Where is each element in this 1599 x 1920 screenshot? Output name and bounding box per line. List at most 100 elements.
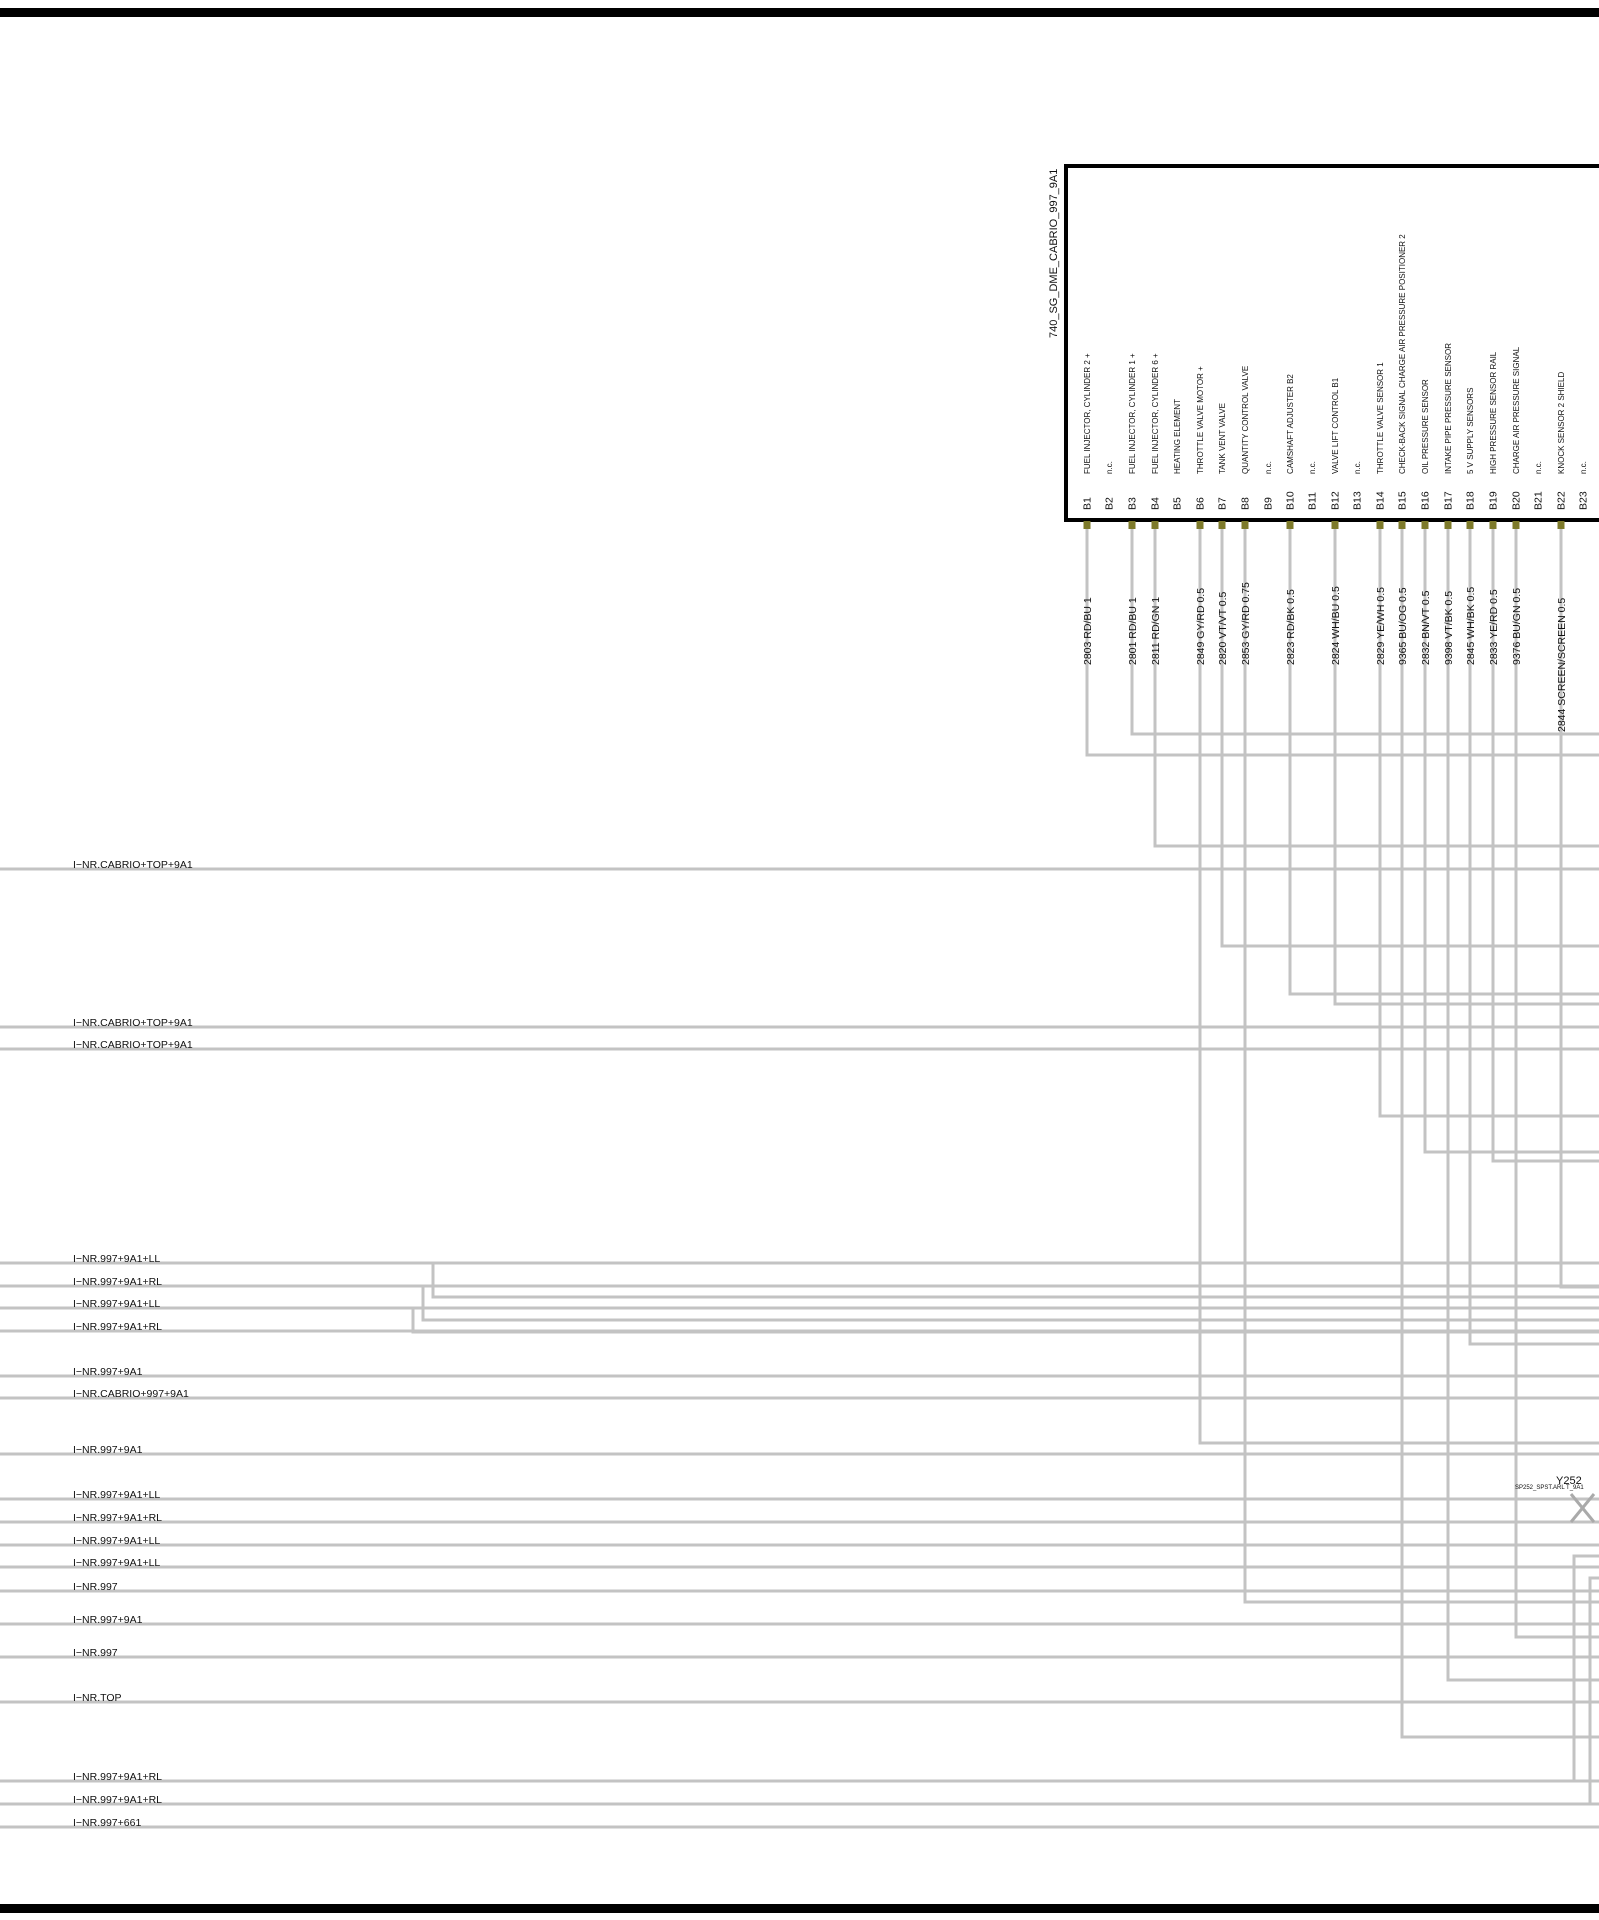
connector-pin: B16 OIL PRESSURE SENSOR 2832 BN/VT 0.5 [1420,379,1433,665]
wire-route [1220,529,1599,948]
wire-label: 2824 WH/BU 0.5 [1330,586,1342,665]
connector-box [1064,164,1599,522]
wire-route [1288,529,1599,996]
wire-route [1243,529,1599,1604]
pin-marker [1421,521,1429,529]
wire-label: 2832 BN/VT 0.5 [1420,590,1432,665]
pin-number: B3 [1127,497,1139,510]
wire-label: 9398 VT/BK 0.5 [1443,591,1455,665]
wire-route [1468,529,1599,1346]
wire-route [1085,529,1599,757]
wire-label: 2803 RD/BU 1 [1082,597,1094,665]
wire-label: 2833 YE/RD 0.5 [1488,589,1500,665]
pin-description: n.c. [1264,461,1273,474]
pin-description: n.c. [1105,461,1114,474]
top-border [0,8,1599,17]
pin-number: B7 [1217,497,1229,510]
pin-number: B23 [1578,491,1590,510]
wire-jog [1588,1576,1599,1804]
wire-label: 2801 RD/BU 1 [1127,597,1139,665]
pin-number: B20 [1511,491,1523,510]
wire-label: 2811 RD/GN 1 [1150,597,1162,665]
pin-description: THROTTLE VALVE SENSOR 1 [1376,362,1385,474]
pin-description: CAMSHAFT ADJUSTER B2 [1286,374,1295,474]
pin-number: B4 [1150,497,1162,510]
variant-label: I−NR.997+9A1+RL [73,1771,162,1783]
variant-label: I−NR.997+9A1+RL [73,1276,162,1288]
wire-jog [1572,1554,1599,1781]
variant-label: I−NR.CABRIO+997+9A1 [73,1388,189,1400]
connector-pin: B9n.c. [1263,461,1275,510]
pin-description: HIGH PRESSURE SENSOR RAIL [1489,351,1498,474]
pin-number: B22 [1556,491,1568,510]
wire-label: 2820 VT/VT 0.5 [1217,591,1229,665]
wire-route [1514,529,1599,1639]
wire-route [1378,529,1599,1118]
wire-route [1333,529,1599,1006]
pin-marker [1083,521,1091,529]
wire-jog [430,1261,1599,1299]
pin-number: B19 [1488,491,1500,510]
connector-pin: B8 QUANTITY CONTROL VALVE 2853 GY/RD 0.75 [1240,366,1253,665]
pin-marker [1376,521,1384,529]
pin-marker [1489,521,1497,529]
wire-route [1400,529,1599,1739]
connector-pin: B17 INTAKE PIPE PRESSURE SENSOR 9398 VT/BK… [1443,343,1456,665]
bottom-border [0,1904,1599,1913]
wire-jog [410,1306,1599,1334]
variant-label: I−NR.997 [73,1647,118,1659]
wire-label: 2853 GY/RD 0.75 [1240,582,1252,665]
pin-number: B17 [1443,491,1455,510]
variant-label: I−NR.997+9A1+RL [73,1512,162,1524]
wire-route [1491,529,1599,1163]
wire-label: 2845 WH/BK 0.5 [1465,587,1477,665]
pin-number: B14 [1375,491,1387,510]
pin-description: HEATING ELEMENT [1173,399,1182,474]
pin-description: n.c. [1308,461,1317,474]
wire-label: 2844 SCREEN/SCREEN 0.5 [1556,598,1568,732]
connector-pin: B19 HIGH PRESSURE SENSOR RAIL 2833 YE/RD 0… [1488,351,1501,665]
pin-description: FUEL INJECTOR, CYLINDER 6 + [1151,353,1160,474]
variant-label: I−NR.997+9A1+LL [73,1298,160,1310]
pin-number: B10 [1285,491,1297,510]
pin-description: VALVE LIFT CONTROL B1 [1331,377,1340,474]
pin-description: OIL PRESSURE SENSOR [1421,379,1430,474]
wire-route [1198,529,1599,1445]
variant-label: I−NR.997+9A1+LL [73,1557,160,1569]
variant-label: I−NR.997+9A1+LL [73,1253,160,1265]
wire-route [1446,529,1599,1682]
variant-label: I−NR.997 [73,1581,118,1593]
pin-number: B8 [1240,497,1252,510]
pin-marker [1218,521,1226,529]
connector-pin: B22 KNOCK SENSOR 2 SHIELD 2844 SCREEN/SCRE… [1556,372,1569,732]
pin-number: B6 [1195,497,1207,510]
wire-label: 2823 RD/BK 0.5 [1285,589,1297,665]
variant-label: I−NR.997+9A1+LL [73,1489,160,1501]
pin-description: QUANTITY CONTROL VALVE [1241,366,1250,474]
connector-pin: B10 CAMSHAFT ADJUSTER B2 2823 RD/BK 0.5 [1285,374,1298,665]
connector-pin: B12 VALVE LIFT CONTROL B1 2824 WH/BU 0.5 [1330,377,1343,665]
pin-marker [1151,521,1159,529]
variant-labels: I−NR.CABRIO+TOP+9A1I−NR.CABRIO+TOP+9A1I−… [73,859,193,1829]
pin-marker [1398,521,1406,529]
variant-label: I−NR.997+9A1+RL [73,1794,162,1806]
pin-description: INTAKE PIPE PRESSURE SENSOR [1444,343,1453,474]
pin-marker [1444,521,1452,529]
pin-number: B12 [1330,491,1342,510]
pin-number: B18 [1465,491,1477,510]
pin-number: B13 [1352,491,1364,510]
pin-number: B16 [1420,491,1432,510]
pin-description: KNOCK SENSOR 2 SHIELD [1557,372,1566,474]
connector-pin: B2n.c. [1104,461,1116,510]
